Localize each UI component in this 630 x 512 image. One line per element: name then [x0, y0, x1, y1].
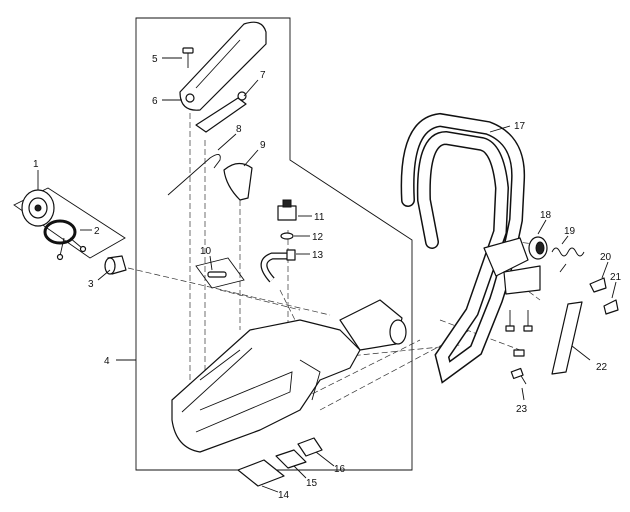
- part-21-bolt: [603, 299, 619, 315]
- part-18-bushing: [528, 236, 548, 260]
- callout-5: 5: [152, 54, 158, 65]
- assembly-frame: [135, 17, 413, 471]
- part-8-spring-wire: [167, 154, 221, 196]
- part-22-strip: [551, 301, 583, 375]
- callout-3: 3: [88, 279, 94, 290]
- assembly-dashed-lines: [127, 95, 541, 431]
- callout-1: 1: [33, 159, 39, 170]
- leader-lines: [37, 57, 617, 493]
- part-5-screw: [182, 47, 194, 68]
- callout-4: 4: [104, 356, 110, 367]
- callout-labels: 1 2 3 4 5 6 7 8 9 10 11 12 13 14 15 16 1…: [33, 54, 622, 501]
- part-20-bolt: [589, 277, 607, 293]
- part-2-o-ring: [43, 219, 87, 261]
- callout-23: 23: [516, 404, 528, 415]
- part-17-front-handle: [400, 112, 529, 384]
- callout-19: 19: [564, 226, 576, 237]
- part-10-pin: [195, 257, 245, 289]
- part-23-screw: [510, 367, 527, 385]
- callout-15: 15: [306, 478, 318, 489]
- callout-13: 13: [312, 250, 324, 261]
- part-11-switch: [277, 199, 297, 221]
- callout-17: 17: [514, 121, 526, 132]
- part-3-plug: [104, 255, 127, 275]
- part-19-spring: [551, 247, 585, 273]
- part-13-hose: [260, 249, 296, 283]
- part-12-washer: [280, 232, 294, 240]
- handle-bracket: [503, 265, 541, 295]
- callout-7: 7: [260, 70, 266, 81]
- callout-10: 10: [200, 246, 212, 257]
- part-4-housing: [171, 299, 407, 453]
- callout-2: 2: [94, 226, 100, 237]
- callout-12: 12: [312, 232, 324, 243]
- part-7-trigger: [195, 91, 247, 133]
- callout-8: 8: [236, 124, 242, 135]
- callout-21: 21: [610, 272, 622, 283]
- callout-18: 18: [540, 210, 552, 221]
- callout-11: 11: [314, 212, 325, 223]
- callout-6: 6: [152, 96, 158, 107]
- callout-16: 16: [334, 464, 346, 475]
- part-15-label: [275, 449, 307, 469]
- callout-14: 14: [278, 490, 290, 501]
- callout-9: 9: [260, 140, 266, 151]
- part-16-label: [297, 437, 323, 457]
- callout-22: 22: [596, 362, 608, 373]
- callout-20: 20: [600, 252, 612, 263]
- part-6-handle-cover: [179, 21, 267, 111]
- bracket-screws: [505, 310, 533, 357]
- part-14-label: [237, 459, 285, 487]
- part-9-throttle-lock: [223, 162, 253, 201]
